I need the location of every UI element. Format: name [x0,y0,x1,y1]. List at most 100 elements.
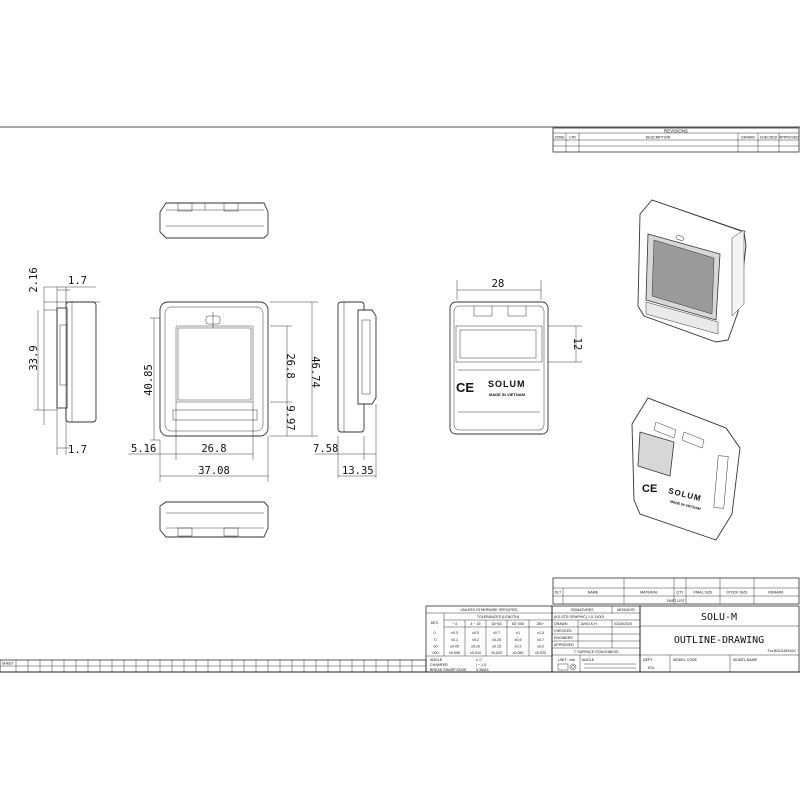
tol-chamfer-value: | ~ 1.5 [476,663,486,667]
side-view-right: 7.58 13.35 [313,301,377,478]
tol-range-4: 250~ [536,622,544,626]
tol-chamfer-label: CHAMFER [430,663,448,667]
tol-angle-value: ± 1° [476,658,483,662]
iso-view-back: CE SOLUM MADE IN VIETNAM [631,397,741,541]
parts-header-name: NAME [588,591,599,595]
dim-back-28: 28 [492,278,505,290]
signatures-block: SIGNATURES MO/DA/YR (KS-STD GRAPHIC) 1.0… [551,605,641,673]
tol-row-2-dec: .00 [433,645,438,649]
tolerance-subtitle: TOLERANCES (LENGTH) [477,615,519,619]
tol-row-0-dec: 0. [434,631,437,635]
dim-side-2-16: 2.16 [28,267,40,292]
sig-row-1-label: CHECKED [554,629,572,633]
sig-unit-label: UNIT : mm [558,658,575,662]
dim-front-26-8-h: 26.8 [201,443,226,455]
sig-row-2-label: ENGINEER [554,636,573,640]
revisions-title: REVISIONS [664,129,688,134]
tol-row-2-v1: ±0.10 [471,645,480,649]
back-made-in: MADE IN VIETNAM [489,392,526,397]
tol-row-1-v4: ±0.7 [537,638,544,642]
rev-header-zone: ZONE [555,136,566,140]
tol-row-0-v1: ±0.5 [472,631,479,635]
tol-row-1-v1: ±0.2 [472,638,479,642]
rev-header-approved: APPROVED [779,136,799,140]
drawing-title: OUTLINE-DRAWING [674,635,764,646]
side-view-left: 2.16 1.7 33.9 1.7 [28,267,100,456]
parts-header-qty: QTY [676,591,684,595]
bottom-view [159,501,269,538]
sig-row-0-label: DRAWN [554,622,568,626]
tol-row-1-dec: .0 [434,638,437,642]
tolerance-block: UNLESS OTHERWISE SPECIFIED TOLERANCES (L… [425,605,553,673]
tol-row-0-v4: ±1.5 [537,631,544,635]
parts-header-dlt: DLT [555,591,562,595]
dept-value: ESL [648,666,655,670]
dim-right-13-35: 13.35 [342,465,374,477]
parts-list-title: PART LIST [667,599,686,603]
parts-header-stock-size: STOCK SIZE [726,591,748,595]
sig-header: SIGNATURES [570,608,594,612]
tol-range-0: ~ 4 [452,622,457,626]
sheet-row: SHEET [0,659,427,673]
tol-row-3-v4: ±0.020 [535,651,546,655]
tol-row-1-v0: ±0.1 [451,638,458,642]
company-name: SOLU-M [701,612,737,623]
title-block: SOLU-M OUTLINE-DRAWING For BOOLEM10C DEP… [639,605,800,673]
back-view: CE SOLUM MADE IN VIETNAM 28 12 [449,278,583,435]
sig-angle-label: ANGLE [582,658,595,662]
dim-back-12: 12 [571,338,583,351]
rev-header-checked: CHECKED [760,136,778,140]
iso-ce-mark: CE [642,483,657,495]
tol-row-3-v3: ±0.050 [513,651,524,655]
rev-header-description: DESCRIPTION [646,136,671,140]
sig-row-0-date: 03/26/2020 [614,622,632,626]
tol-angle-label: ANGLE [430,658,443,662]
sig-std-graphic: (KS-STD GRAPHIC) 1.0-1X001 [554,615,605,619]
tol-row-2-v4: ±0.2 [537,645,544,649]
sheet-label: SHEET [2,662,15,666]
tol-row-3-v2: ±0.020 [491,651,502,655]
parts-header-material: MATERIAL [640,591,658,595]
dim-front-26-8-v: 26.8 [284,353,296,378]
revisions-table: REVISIONS ZONE LTR DESCRIPTION DRAWN CHE… [552,127,799,153]
dim-front-9-97: 9.97 [284,405,296,430]
tol-edge-label: BREAK SHARP EDGE [430,668,467,672]
tol-row-1-v3: ±0.5 [515,638,522,642]
parts-list: DLT NAME MATERIAL QTY FINAL SIZE STOCK S… [552,577,800,605]
sig-header-date: MO/DA/YR [617,608,635,612]
front-view: 40.85 26.8 46.74 9.97 5.16 26.8 37.08 [128,301,321,482]
tol-row-2-v0: ±0.05 [450,645,459,649]
parts-header-final-size: FINAL SIZE [693,591,713,595]
tolerance-title: UNLESS OTHERWISE SPECIFIED [460,608,517,612]
drawing-for-model: For BOOLEM10C [768,649,797,653]
tol-row-2-v2: ±0.15 [492,645,501,649]
dim-front-37-08: 37.08 [198,465,230,477]
top-view [159,202,269,239]
dept-label: DEPT [643,658,653,662]
rev-header-ltr: LTR [569,136,576,140]
dim-side-1-7-top: 1.7 [68,275,87,287]
tol-range-3: 63~250 [512,622,524,626]
sig-surface-roughness: ▽ SURFACE ROUGHNESS [574,650,619,654]
sig-row-3-label: APPROVED [554,643,574,647]
tol-row-3-dec: .000 [432,651,439,655]
dim-side-33-9: 33.9 [28,345,40,370]
tol-range-1: 4 ~ 16 [470,622,480,626]
back-brand-logo: SOLUM [488,379,526,389]
tol-row-0-v0: ±0.3 [451,631,458,635]
tol-row-0-v3: ±1 [516,631,520,635]
iso-view-front [637,199,747,343]
dim-side-1-7-bottom: 1.7 [68,444,87,456]
dim-right-7-58: 7.58 [313,443,338,455]
iso-made-in: MADE IN VIETNAM [670,500,702,512]
projection-symbol [557,663,569,671]
tol-row-3-v0: ±0.005 [449,651,460,655]
back-ce-mark: CE [456,380,474,395]
rev-header-drawn: DRAWN [741,136,755,140]
dim-front-5-16: 5.16 [131,443,156,455]
tolerance-dec-label: DEC. [431,621,440,625]
sig-row-0-name: JUNG.K.H [580,622,597,626]
parts-header-remark: REMARK [768,591,784,595]
dim-front-40-85: 40.85 [143,364,155,396]
